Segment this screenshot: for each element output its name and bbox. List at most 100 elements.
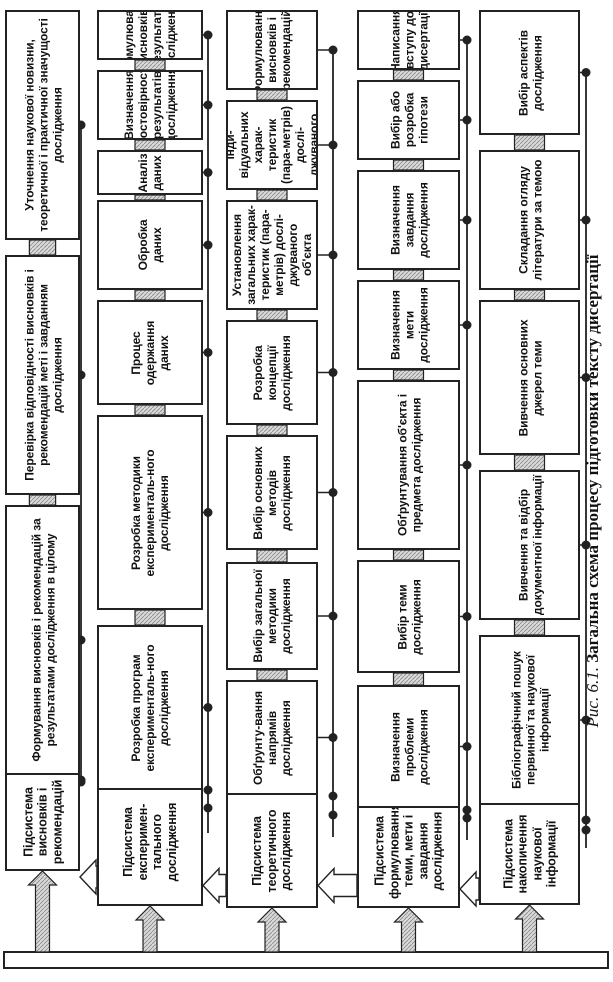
step-box-conclusions-3-label: Уточнення наукової новизни, теоретичної … [21, 18, 64, 232]
figure-caption: Рис. 6.1. Загальна схема процесу підгото… [583, 11, 603, 971]
connector-formulation-2 [392, 672, 425, 686]
step-box-theoretical-4-label: Розробка концепції дослідження [251, 334, 293, 411]
connector-experimental-6 [134, 139, 166, 151]
step-box-experimental-5: Аналіз даних [97, 150, 203, 195]
step-box-formulation-6-label: Вибір або розробка гіпотези [387, 91, 430, 149]
input-arrow-experimental [134, 905, 166, 953]
connector-formulation-6 [392, 159, 425, 171]
connector-theoretical-2 [256, 669, 288, 681]
feedback-node-formulation-5 [462, 215, 472, 225]
step-box-formulation-6: Вибір або розробка гіпотези [357, 80, 460, 160]
connector-accumulation-2 [513, 619, 546, 636]
step-box-theoretical-6: Виявлення інди-відуальних харак-теристик… [226, 100, 318, 190]
subsystem-box-formulation: Підсистема формулювання теми, мети і зав… [357, 793, 460, 908]
connector-experimental-7 [134, 59, 166, 71]
feedback-node-experimental-2 [203, 508, 213, 517]
transfer-arrow-theoretical [317, 866, 358, 905]
step-box-theoretical-5: Установлення загальних харак-теристик (п… [226, 200, 318, 310]
step-box-theoretical-2-label: Вибір загальної методики дослідження [251, 569, 293, 663]
connector-experimental-2 [134, 609, 166, 626]
bus-node-theoretical-2 [328, 791, 338, 801]
step-box-experimental-7-label: Формулювання висновків і результатів дос… [122, 10, 178, 60]
feedback-node-experimental-1 [203, 703, 213, 712]
connector-theoretical-4 [256, 424, 288, 436]
step-box-accumulation-5: Вибір аспектів дослідження [479, 10, 580, 135]
subsystem-box-conclusions-label: Підсистема висновків і рекомендацій [20, 779, 64, 865]
step-box-accumulation-5-label: Вибір аспектів дослідження [515, 29, 544, 116]
input-arrow-theoretical [256, 907, 288, 953]
step-box-experimental-6-label: Визначення достовірності результатів дос… [122, 70, 178, 140]
step-box-formulation-4-label: Визначення мети дослідження [387, 287, 430, 363]
bus-node-accumulation-2 [581, 815, 591, 825]
feedback-node-formulation-7 [462, 35, 472, 45]
bus-node-experimental-1 [203, 803, 213, 813]
step-box-accumulation-4: Складання огляду літератури за темою [479, 150, 580, 290]
subsystem-box-experimental: Підсистема експеримен-тального досліджен… [97, 778, 203, 906]
transfer-arrow-conclusions [79, 858, 98, 896]
feedback-node-accumulation-2 [581, 540, 591, 550]
connector-formulation-7 [392, 69, 425, 81]
connector-formulation-4 [392, 369, 425, 381]
step-box-formulation-2-label: Вибір теми дослідження [394, 578, 423, 655]
feedback-node-formulation-4 [462, 320, 472, 330]
feedback-node-experimental-7 [203, 30, 213, 40]
feedback-node-experimental-3 [203, 348, 213, 357]
input-arrow-formulation [393, 907, 424, 953]
step-box-experimental-2: Розробка методики експерименталь-ного до… [97, 415, 203, 610]
feedback-node-theoretical-4 [328, 368, 338, 377]
step-box-conclusions-2: Перевірка відповідності висновків і реко… [5, 255, 80, 495]
subsystem-box-experimental-label: Підсистема експеримен-тального досліджен… [121, 802, 179, 882]
step-box-formulation-3-label: Обґрунтування об'єкта і предмета дослідж… [394, 394, 423, 536]
bus-node-accumulation-1 [581, 825, 591, 835]
step-box-accumulation-3-label: Вивчення основних джерел теми [515, 319, 544, 436]
feedback-node-theoretical-6 [328, 140, 338, 150]
feedback-node-experimental-6 [203, 100, 213, 110]
feedback-node-experimental-4 [203, 240, 213, 250]
feedback-node-theoretical-3 [328, 488, 338, 497]
bus-node-theoretical-1 [328, 810, 338, 820]
feedback-node-formulation-6 [462, 115, 472, 125]
step-box-theoretical-5-label: Установлення загальних харак-теристик (п… [230, 205, 314, 305]
caption-title: Загальна схема процесу підготовки тексту… [583, 254, 602, 663]
step-box-experimental-4-label: Обробка даних [136, 219, 164, 271]
step-box-experimental-6: Визначення достовірності результатів дос… [97, 70, 203, 140]
subsystem-box-accumulation-label: Підсистема накопичення наукової інформац… [500, 814, 559, 894]
step-box-experimental-7: Формулювання висновків і результатів дос… [97, 10, 203, 60]
step-box-experimental-4: Обробка даних [97, 200, 203, 290]
connector-experimental-3 [134, 404, 166, 416]
step-box-formulation-1-label: Визначення проблеми дослідження [387, 708, 430, 785]
step-box-formulation-4: Визначення мети дослідження [357, 280, 460, 370]
step-box-formulation-2: Вибір теми дослідження [357, 560, 460, 673]
feedback-node-theoretical-2 [328, 611, 338, 621]
step-box-theoretical-2: Вибір загальної методики дослідження [226, 562, 318, 670]
step-box-accumulation-1: Бібліографічний пошук первинної та науко… [479, 635, 580, 805]
connector-theoretical-5 [256, 309, 288, 321]
step-box-experimental-5-label: Аналіз даних [136, 153, 164, 192]
connector-theoretical-3 [256, 549, 288, 563]
subsystem-box-theoretical-label: Підсистема теоретичного дослідження [250, 809, 294, 892]
connector-theoretical-6 [256, 189, 288, 201]
bus-node-formulation-2 [462, 805, 472, 815]
step-box-accumulation-1-label: Бібліографічний пошук первинної та науко… [508, 651, 551, 789]
connector-conclusions-2 [28, 494, 57, 506]
connector-experimental-4 [134, 289, 166, 301]
subsystem-box-accumulation: Підсистема накопичення наукової інформац… [479, 803, 580, 905]
base-bar [3, 951, 609, 969]
step-box-experimental-3-label: Процес одержання даних [129, 320, 171, 385]
step-box-accumulation-4-label: Складання огляду літератури за темою [515, 159, 544, 281]
connector-accumulation-5 [513, 134, 546, 151]
step-box-formulation-3: Обґрунтування об'єкта і предмета дослідж… [357, 380, 460, 550]
connector-formulation-5 [392, 269, 425, 281]
step-box-conclusions-2-label: Перевірка відповідності висновків і реко… [21, 269, 64, 481]
feedback-node-theoretical-7 [328, 45, 338, 55]
step-box-experimental-2-label: Розробка методики експерименталь-ного до… [129, 448, 171, 577]
feedback-node-accumulation-5 [581, 68, 591, 77]
transfer-arrow-formulation [459, 870, 480, 908]
connector-accumulation-3 [513, 454, 546, 471]
step-box-conclusions-3: Уточнення наукової новизни, теоретичної … [5, 10, 80, 240]
feedback-node-theoretical-5 [328, 250, 338, 260]
input-arrow-conclusions [27, 870, 58, 953]
bus-node-experimental-2 [203, 785, 213, 795]
step-box-theoretical-7-label: Формулювання висновків і рекомендацій [251, 10, 293, 90]
